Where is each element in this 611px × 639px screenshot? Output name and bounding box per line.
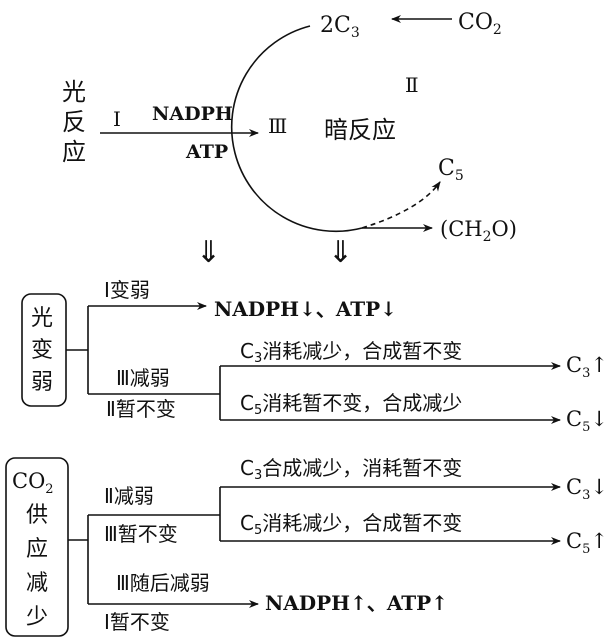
co2-low-char-4: 少: [26, 605, 48, 630]
co2-low-char-2: 应: [26, 537, 48, 562]
label-co2: CO2: [458, 10, 502, 38]
light-weak-branch-2b: Ⅱ暂不变: [106, 397, 176, 421]
co2-low-out-1: C3↓: [566, 475, 608, 503]
light-weak-char-2: 变: [31, 338, 53, 363]
light-weak-sub-2: C5消耗暂不变，合成减少: [240, 391, 462, 418]
dark-reaction-label: 暗反应: [324, 116, 396, 144]
double-arrow-left-icon: ⇓: [196, 235, 221, 270]
co2-low-branch-1b: Ⅲ暂不变: [104, 522, 178, 546]
label-roman-3: Ⅲ: [268, 114, 287, 138]
label-2c3: 2C3: [320, 13, 360, 41]
light-reaction-char-1: 光: [62, 78, 86, 106]
light-weak-out-2: C5↓: [566, 407, 608, 435]
cycle-circle: [230, 25, 363, 233]
light-weak-char-1: 光: [31, 306, 53, 331]
light-weak-sub-1: C3消耗减少，合成暂不变: [240, 339, 462, 366]
co2-low-sub-2: C5消耗减少，合成暂不变: [240, 511, 462, 538]
co2-low-section: CO2 供 应 减 少 Ⅱ减弱 Ⅲ暂不变 Ⅲ随后减弱 Ⅰ暂不变 NADPH↑、A…: [5, 456, 608, 637]
light-reaction-char-3: 应: [62, 138, 86, 166]
co2-low-sub-1: C3合成减少，消耗暂不变: [240, 456, 462, 483]
co2-low-out-2: C5↑: [566, 529, 608, 557]
co2-low-branch-2a: Ⅲ随后减弱: [116, 571, 210, 595]
double-arrow-right-icon: ⇓: [328, 235, 353, 270]
calvin-cycle-section: 光 反 应 Ⅰ NADPH ATP Ⅲ 暗反应 Ⅱ 2C3 CO2 C5 (CH…: [62, 10, 517, 270]
co2-low-box-co2: CO2: [12, 469, 54, 497]
label-c5: C5: [438, 156, 464, 184]
co2-low-branch-2b: Ⅰ暂不变: [104, 610, 170, 634]
label-roman-2: Ⅱ: [405, 73, 419, 97]
co2-low-branch-1a: Ⅱ减弱: [104, 484, 154, 508]
label-roman-1: Ⅰ: [113, 107, 121, 131]
light-weak-section: 光 变 弱 Ⅰ变弱 NADPH↓、ATP↓ Ⅲ减弱 Ⅱ暂不变 C3消耗减少，合成…: [21, 278, 608, 435]
dashed-return-arrow: [361, 181, 441, 229]
co2-low-box: [5, 457, 69, 637]
light-weak-out-1: C3↑: [566, 353, 608, 381]
label-atp: ATP: [185, 141, 228, 163]
light-weak-branch-1: Ⅰ变弱: [104, 278, 150, 302]
co2-low-char-1: 供: [26, 503, 48, 528]
light-weak-branch-2a: Ⅲ减弱: [116, 366, 170, 390]
label-ch2o: (CH2O): [440, 217, 517, 245]
label-nadph: NADPH: [152, 103, 233, 125]
light-weak-result-1: NADPH↓、ATP↓: [214, 297, 397, 321]
co2-low-char-3: 减: [26, 571, 48, 596]
light-reaction-char-2: 反: [62, 108, 86, 136]
co2-low-result-2: NADPH↑、ATP↑: [265, 591, 448, 615]
light-weak-char-3: 弱: [31, 370, 53, 395]
